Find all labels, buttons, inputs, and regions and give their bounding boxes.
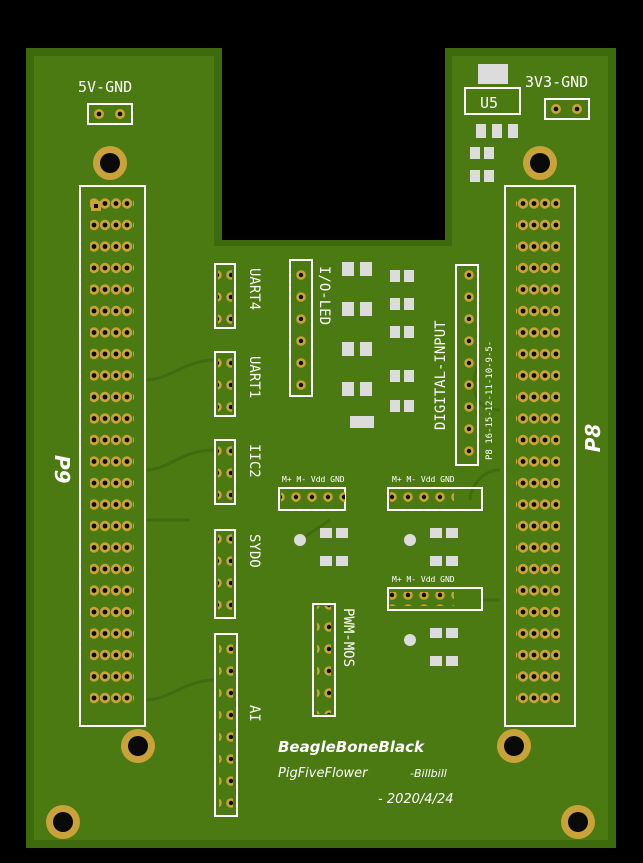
uart4-label: UART4 — [246, 268, 262, 310]
servo-header-3 — [387, 587, 483, 611]
io-led-header — [289, 259, 313, 397]
ai-header — [214, 633, 238, 817]
regulator-tab — [478, 64, 508, 84]
servo-header-label-3: M+ M- Vdd GND — [392, 575, 455, 584]
iic2-label: IIC2 — [246, 444, 262, 478]
digital-input-header — [455, 264, 479, 466]
servo-header-label-2: M+ M- Vdd GND — [392, 475, 455, 484]
pwm-mos-label: PWM-MOS — [340, 608, 356, 667]
smd-resistor-icon — [470, 124, 518, 182]
servo-header-label-1: M+ M- Vdd GND — [282, 475, 345, 484]
p8-header-outline — [504, 185, 576, 727]
pwm-mos-header — [312, 603, 336, 717]
regulator-outline — [464, 87, 521, 115]
digital-input-label: DIGITAL-INPUT — [433, 320, 449, 430]
board-date: - 2020/4/24 — [378, 792, 453, 807]
mounting-hole-icon — [46, 146, 595, 839]
p9-header-outline — [79, 185, 146, 727]
io-led-label: I/O-LED — [316, 266, 332, 325]
power-right-header — [544, 98, 590, 120]
uart4-header — [214, 263, 236, 329]
smd-resistor-icon — [390, 270, 414, 412]
project-name: PigFiveFlower — [278, 766, 369, 781]
uart1-label: UART1 — [246, 356, 262, 398]
traces — [144, 358, 501, 702]
p9-pins — [90, 195, 134, 711]
led-icon — [342, 262, 374, 428]
ai-label: AI — [246, 705, 262, 722]
power-right-label: 3V3-GND — [525, 73, 588, 91]
p8-label: P8 — [581, 424, 605, 453]
p9-label: P9 — [50, 455, 74, 484]
power-left-header — [87, 103, 133, 125]
smd-resistor-icon — [294, 528, 458, 666]
p8-pins — [516, 195, 560, 711]
uart1-header — [214, 351, 236, 417]
sydo-header — [214, 529, 236, 619]
servo-header-2 — [387, 487, 483, 511]
board-name: BeagleBoneBlack — [278, 738, 425, 756]
regulator-label: U5 — [480, 94, 498, 112]
digital-input-pins: P8 16-15-12-11-10-9-5- — [485, 341, 495, 460]
iic2-header — [214, 439, 236, 505]
author-name: -Billbill — [410, 767, 447, 780]
sydo-label: SYDO — [246, 534, 262, 568]
board-surface — [34, 56, 608, 840]
power-left-label: 5V-GND — [78, 78, 132, 96]
